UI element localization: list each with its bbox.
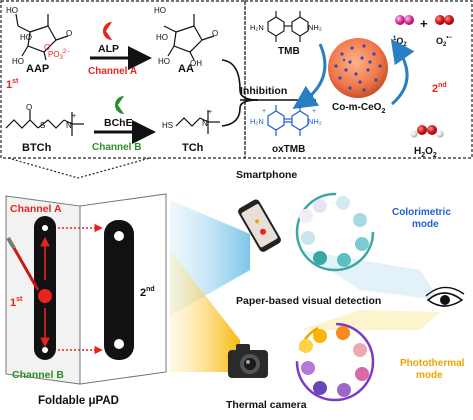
tch-plus-text: +: [208, 109, 212, 116]
right-channel-strip: [104, 220, 134, 360]
sample-spot: [38, 289, 52, 303]
plus-sign: +: [420, 16, 428, 31]
second-label-top: 2nd: [432, 82, 447, 95]
nanozyme-dots: [334, 44, 382, 92]
alp-enzyme-icon: [103, 22, 112, 40]
tmb-molecule: [267, 11, 309, 42]
aap-molecule: [15, 13, 69, 61]
tmb-label: TMB: [278, 46, 300, 57]
pad-second-label: 2nd: [140, 286, 155, 299]
aa-ho-text: HO: [154, 6, 166, 15]
colorimetric-wheel-ring: [295, 192, 375, 272]
pipette-icon: [6, 236, 40, 291]
colorimetric-swatches: [299, 196, 369, 267]
aa-ho3-text: HO: [158, 57, 170, 66]
aap-o-text: O: [66, 29, 72, 38]
colorimetric-beam-to-eye: [300, 250, 440, 300]
superoxide-label: O2•−: [436, 35, 452, 48]
oxtmb-plus2: +: [312, 108, 316, 115]
nanozyme-particle: [328, 38, 388, 98]
btch-n-text: N: [66, 121, 72, 130]
photothermal-beam-to-eye: [300, 310, 440, 330]
pad-channel-b-label: Channel B: [12, 369, 64, 381]
first-label-top: 1st: [6, 78, 19, 91]
top-left-panel-border: [0, 0, 246, 159]
btch-s-text: S: [40, 121, 45, 130]
singlet-oxygen-atom-2: [404, 15, 414, 25]
oxtmb-label: oxTMB: [272, 144, 305, 155]
tmb-nh2-text: NH₂: [308, 23, 322, 32]
aap-ho-text: HO: [6, 6, 18, 15]
ros-generation-arrow: [390, 38, 415, 106]
aap-o-red: O: [44, 43, 50, 52]
tmb-oxidation-arrow: [292, 43, 327, 109]
left-channel-strip: [34, 216, 56, 360]
top-right-panel-border: [244, 0, 473, 159]
oxtmb-nh2-text: NH₂: [308, 117, 322, 126]
thermal-camera-icon: [228, 344, 268, 378]
aa-molecule: [163, 14, 215, 61]
channel-a-label: Channel A: [88, 66, 137, 77]
thermal-camera-label: Thermal camera: [226, 399, 307, 411]
aap-label: AAP: [26, 63, 49, 75]
tch-hs-text: HS: [162, 121, 173, 130]
oxtmb-h2n-text: H₂N: [250, 117, 264, 126]
btch-o-text: O: [26, 103, 32, 112]
eye-icon: [425, 286, 465, 307]
h2o2-o-atom-2: [427, 125, 437, 135]
bche-label: BChE: [104, 117, 133, 129]
superoxide-atom-1: [435, 15, 445, 25]
inhibition-label: Inhibition: [240, 85, 287, 97]
nanozyme-label: Co-m-CeO2: [332, 102, 385, 115]
right-zone-top: [114, 231, 124, 241]
paper-detection-label: Paper-based visual detection: [236, 295, 381, 307]
h2o2-label: H2O2: [414, 146, 437, 159]
h2o2-o-atom-1: [417, 125, 427, 135]
right-zone-bottom: [114, 339, 124, 349]
beam-to-camera: [170, 250, 240, 372]
bche-enzyme-icon: [115, 96, 124, 114]
aa-o-text: O: [212, 29, 218, 38]
tmb-h2n-text: H₂N: [250, 23, 264, 32]
channel-b-label: Channel B: [92, 142, 141, 153]
aa-oh-text: OH: [190, 59, 202, 68]
tch-molecule: [175, 110, 220, 134]
btch-label: BTCh: [22, 142, 52, 154]
superoxide-atom-2: [444, 15, 454, 25]
tch-n-text: N: [202, 119, 208, 128]
channel-b-zone: [42, 347, 48, 353]
singlet-oxygen-label: 1O2: [393, 36, 407, 48]
merge-line-a: [221, 59, 259, 101]
alp-label: ALP: [98, 43, 119, 55]
aa-label: AA: [178, 63, 194, 75]
aap-ho3-text: HO: [12, 57, 24, 66]
h2o2-h-atom-2: [436, 130, 444, 138]
oxtmb-molecule: [267, 105, 309, 136]
smartphone-icon: [238, 199, 281, 252]
pad-first-label: 1st: [10, 296, 23, 309]
btch-plus-text: +: [72, 113, 76, 120]
h2o2-h-atom-1: [410, 130, 418, 138]
channel-a-zone: [42, 225, 48, 231]
aap-po3: PO32−: [48, 49, 70, 61]
btch-molecule: [5, 110, 84, 136]
pad-channel-a-label: Channel A: [10, 203, 62, 215]
foldable-upad-label: Foldable μPAD: [38, 395, 119, 407]
photothermal-wheel-ring: [295, 322, 375, 402]
zoom-connector: [7, 157, 151, 179]
aa-ho2-text: HO: [156, 33, 168, 42]
photothermal-swatches: [299, 326, 369, 397]
aap-ho2-text: HO: [20, 33, 32, 42]
oxtmb-plus1: +: [262, 108, 266, 115]
tch-label: TCh: [182, 142, 204, 154]
smartphone-label: Smartphone: [236, 169, 297, 181]
singlet-oxygen-atom-1: [395, 15, 405, 25]
